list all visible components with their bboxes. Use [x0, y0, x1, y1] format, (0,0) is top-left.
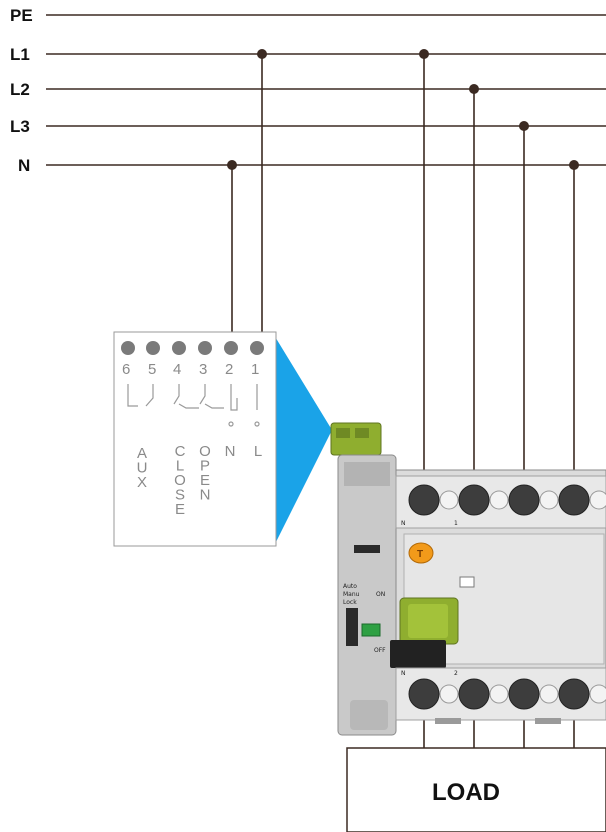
terminal-number: 6 — [122, 361, 130, 378]
terminal-hole — [489, 684, 509, 704]
terminal-screw — [508, 678, 540, 710]
terminal-hole — [589, 684, 606, 704]
motor-module-slot — [354, 545, 380, 553]
load-label: LOAD — [432, 779, 500, 806]
bottom-mark-2: 2 — [454, 670, 458, 677]
motor-module-top-cap — [344, 462, 390, 486]
on-label: ON — [376, 591, 385, 598]
aux-contact-symbol — [127, 384, 138, 407]
din-clip — [535, 718, 561, 724]
junction-dot — [569, 160, 579, 170]
terminal-number: 4 — [173, 361, 181, 378]
test-button-glyph: T — [417, 549, 423, 560]
n-contact-dot — [228, 421, 234, 427]
status-indicator — [361, 623, 381, 637]
open-contact-symbol — [199, 384, 224, 409]
din-clip — [435, 718, 461, 724]
bus-label-l3: L3 — [10, 117, 30, 136]
terminal-screw — [198, 341, 212, 355]
actuator-lever-face — [408, 604, 448, 638]
terminal-screw — [224, 341, 238, 355]
aux-connector-plug — [330, 422, 382, 456]
n-contact-symbol — [230, 384, 238, 411]
junction-dot — [469, 84, 479, 94]
drop-wires — [231, 54, 575, 748]
junction-dot — [257, 49, 267, 59]
aux-connector-slot — [355, 428, 369, 438]
top-mark-n: N — [401, 520, 406, 527]
terminal-screw — [250, 341, 264, 355]
mode-label-manu: Manu — [343, 591, 360, 598]
bottom-mark-n: N — [401, 670, 406, 677]
terminal-screw — [121, 341, 135, 355]
terminal-block-frame — [113, 331, 277, 547]
bus-label-n: N — [18, 156, 30, 175]
junction-dots — [227, 49, 579, 170]
junction-dot — [419, 49, 429, 59]
bus-l3: L3 — [10, 117, 606, 136]
bus-l2: L2 — [10, 80, 606, 99]
terminal-number: 1 — [251, 361, 259, 378]
contact-symbols — [127, 384, 260, 427]
l-contact-dot — [254, 421, 260, 427]
terminal-number: 2 — [225, 361, 233, 378]
junction-dot — [227, 160, 237, 170]
terminal-screw — [408, 678, 440, 710]
motor-module-bottom-cap — [350, 700, 388, 730]
bus-label-pe: PE — [10, 6, 33, 25]
status-window — [459, 576, 475, 588]
terminal-screw — [558, 678, 590, 710]
aux-contact-symbol — [145, 384, 154, 407]
terminal-hole — [439, 684, 459, 704]
close-contact-symbol — [173, 384, 199, 409]
function-label-l: L — [254, 443, 262, 460]
mode-label-lock: Lock — [343, 599, 357, 606]
top-mark-1: 1 — [454, 520, 458, 527]
terminal-hole — [589, 490, 606, 510]
terminal-screw — [508, 484, 540, 516]
terminal-hole — [539, 490, 559, 510]
rcd-device: N 1 T N 2 — [390, 469, 606, 724]
zoom-arrow — [274, 335, 332, 546]
terminal-screw — [458, 678, 490, 710]
terminal-hole — [439, 490, 459, 510]
bus-n: N — [18, 156, 606, 175]
terminal-number: 5 — [148, 361, 156, 378]
aux-connector-slot — [336, 428, 350, 438]
terminal-hole — [489, 490, 509, 510]
terminal-screws — [121, 341, 264, 355]
terminal-screw — [458, 484, 490, 516]
off-label: OFF — [374, 647, 386, 654]
rcd-bottom-screws — [408, 678, 606, 710]
bus-label-l1: L1 — [10, 45, 30, 64]
motor-module: Auto Manu Lock ON OFF — [330, 422, 397, 736]
mode-selector-switch[interactable] — [346, 608, 358, 646]
bus-l1: L1 — [10, 45, 606, 64]
load-box: LOAD — [346, 747, 606, 832]
terminal-screw — [408, 484, 440, 516]
terminal-screw — [172, 341, 186, 355]
function-label-n: N — [225, 443, 236, 460]
test-button[interactable] — [408, 542, 434, 564]
terminal-screw — [146, 341, 160, 355]
bus-label-l2: L2 — [10, 80, 30, 99]
operating-handle[interactable] — [390, 640, 446, 668]
terminal-number: 3 — [199, 361, 207, 378]
terminal-screw — [558, 484, 590, 516]
mode-label-auto: Auto — [343, 583, 357, 590]
load-box-frame — [346, 747, 606, 832]
terminal-hole — [539, 684, 559, 704]
rcd-top-screws — [408, 484, 606, 516]
bus-pe: PE — [10, 6, 606, 25]
junction-dot — [519, 121, 529, 131]
